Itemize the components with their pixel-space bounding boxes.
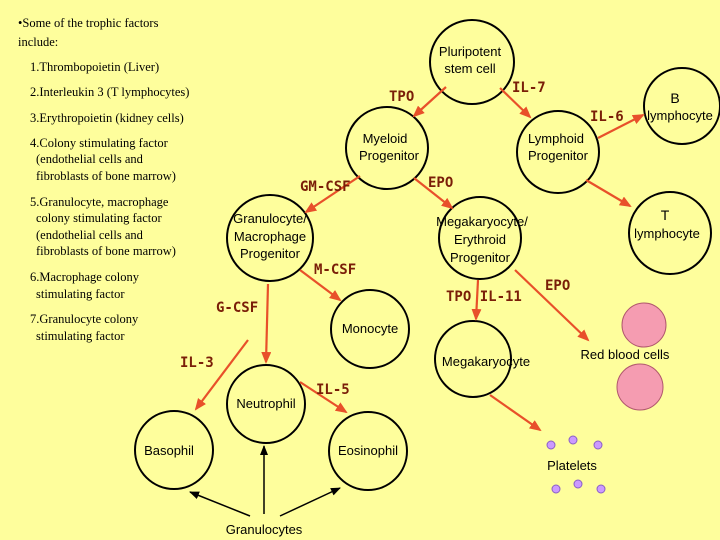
- arrow-megakaryocyte-to-platelets: [489, 394, 542, 432]
- factor-il3: IL-3: [180, 355, 214, 371]
- list-item-1: 1.Thrombopoietin (Liver): [30, 60, 159, 74]
- factor-tpo-il11: TPO IL-11: [446, 289, 522, 305]
- factor-m-csf: M-CSF: [314, 262, 356, 278]
- factor-tpo: TPO: [389, 89, 414, 105]
- gm-progenitor-label-line2: Macrophage: [234, 229, 306, 244]
- gm-progenitor-label-line3: Progenitor: [240, 246, 301, 261]
- megakaryocyte-circle: [434, 320, 512, 398]
- red-blood-cell-icon: [616, 363, 664, 411]
- t-lymphocyte-circle: [628, 191, 712, 275]
- myeloid-label: Myeloid: [363, 131, 408, 146]
- me-progenitor-label-line2: Erythroid: [454, 232, 506, 247]
- arrow-stem-to-myeloid: [412, 86, 447, 118]
- lymphoid-label-line2: Progenitor: [528, 148, 589, 163]
- monocyte-label: Monocyte: [342, 321, 398, 336]
- b-lymphocyte-circle: [643, 67, 720, 145]
- me-progenitor-circle: [438, 196, 522, 280]
- eosinophil-circle: [328, 411, 408, 491]
- intro-text: •Some of the trophic factors: [18, 16, 159, 30]
- monocyte-circle: [330, 289, 410, 369]
- megakaryocyte-label: Megakaryocyte: [442, 354, 530, 369]
- intro-text-cont: include:: [18, 35, 58, 49]
- arrow-gm-to-basophil: [194, 339, 249, 411]
- platelet-icon: [573, 479, 583, 489]
- me-progenitor-label: Megakaryocyte/: [436, 214, 528, 229]
- basophil-circle: [134, 410, 214, 490]
- list-item-7-line2: stimulating factor: [36, 329, 125, 343]
- arrow-gm-to-neutrophil: [261, 283, 272, 364]
- differentiation-arrows: [194, 86, 645, 432]
- list-item-4: 4.Colony stimulating factor: [30, 136, 169, 150]
- list-item-5: 5.Granulocyte, macrophage: [30, 195, 169, 209]
- t-lymphocyte-label-line2: lymphocyte: [634, 226, 700, 241]
- list-item-2: 2.Interleukin 3 (T lymphocytes): [30, 85, 189, 99]
- platelets: [546, 435, 606, 494]
- platelet-icon: [551, 484, 561, 494]
- factor-labels: TPO IL-7 IL-6 GM-CSF EPO M-CSF G-CSF TPO…: [180, 80, 624, 398]
- factor-il5: IL-5: [316, 382, 350, 398]
- neutrophil-label: Neutrophil: [236, 396, 295, 411]
- arrow-lymphoid-to-t: [585, 179, 632, 208]
- arrow-neutrophil-to-eosinophil: [299, 381, 348, 414]
- list-item-7: 7.Granulocyte colony: [30, 312, 139, 326]
- eosinophil-label: Eosinophil: [338, 443, 398, 458]
- myeloid-label-line2: Progenitor: [359, 148, 420, 163]
- arrow-to-eosinophil: [279, 487, 341, 517]
- red-blood-cells-label: Red blood cells: [581, 347, 670, 362]
- me-progenitor-label-line3: Progenitor: [450, 250, 511, 265]
- factor-il6: IL-6: [590, 109, 624, 125]
- basophil-label: Basophil: [144, 443, 194, 458]
- list-item-5-line3: (endothelial cells and: [36, 228, 144, 242]
- list-item-3: 3.Erythropoietin (kidney cells): [30, 111, 184, 125]
- cell-labels: Pluripotent stem cell Myeloid Progenitor…: [144, 44, 713, 537]
- pluripotent-stem-cell-circle: [429, 19, 515, 105]
- gm-progenitor-circle: [226, 194, 314, 282]
- list-item-4-line2: (endothelial cells and: [36, 152, 144, 166]
- red-blood-cells: [616, 302, 667, 411]
- arrow-lymphoid-to-b: [597, 114, 645, 139]
- red-blood-cell-icon: [621, 302, 667, 348]
- list-item-4-line3: fibroblasts of bone marrow): [36, 169, 176, 183]
- granulocytes-label: Granulocytes: [226, 522, 303, 537]
- arrow-myeloid-to-gm: [304, 175, 361, 214]
- arrow-me-to-rbc: [514, 269, 590, 342]
- lymphoid-progenitor-circle: [516, 110, 600, 194]
- list-item-6-line2: stimulating factor: [36, 287, 125, 301]
- factor-gm-csf: GM-CSF: [300, 179, 351, 195]
- platelet-icon: [546, 440, 556, 450]
- factor-g-csf: G-CSF: [216, 300, 258, 316]
- gm-progenitor-label: Granulocyte/: [233, 211, 307, 226]
- t-lymphocyte-label: T: [661, 207, 670, 223]
- myeloid-progenitor-circle: [345, 106, 429, 190]
- list-item-5-line2: colony stimulating factor: [36, 211, 163, 225]
- platelet-icon: [593, 440, 603, 450]
- arrow-myeloid-to-me: [413, 177, 454, 210]
- arrow-gm-to-monocyte: [299, 269, 342, 302]
- platelet-icon: [596, 484, 606, 494]
- b-lymphocyte-label-line2: lymphocyte: [647, 108, 713, 123]
- pluripotent-label: Pluripotent: [439, 44, 502, 59]
- platelet-icon: [568, 435, 578, 445]
- arrow-me-to-megakaryocyte: [471, 279, 482, 321]
- lymphoid-label: Lymphoid: [528, 131, 584, 146]
- list-item-6: 6.Macrophage colony: [30, 270, 140, 284]
- granulocyte-arrows: [189, 445, 341, 517]
- cell-circles: [134, 19, 720, 491]
- list-item-5-line4: fibroblasts of bone marrow): [36, 244, 176, 258]
- b-lymphocyte-label: B: [670, 90, 679, 106]
- factor-epo-rbc: EPO: [545, 278, 570, 294]
- pluripotent-label-line2: stem cell: [444, 61, 495, 76]
- factor-epo: EPO: [428, 175, 453, 191]
- arrow-to-basophil: [189, 491, 251, 517]
- platelets-label: Platelets: [547, 458, 597, 473]
- neutrophil-circle: [226, 364, 306, 444]
- trophic-factors-list: •Some of the trophic factors include: 1.…: [18, 16, 189, 343]
- factor-il7: IL-7: [512, 80, 546, 96]
- arrow-stem-to-lymphoid: [499, 87, 532, 119]
